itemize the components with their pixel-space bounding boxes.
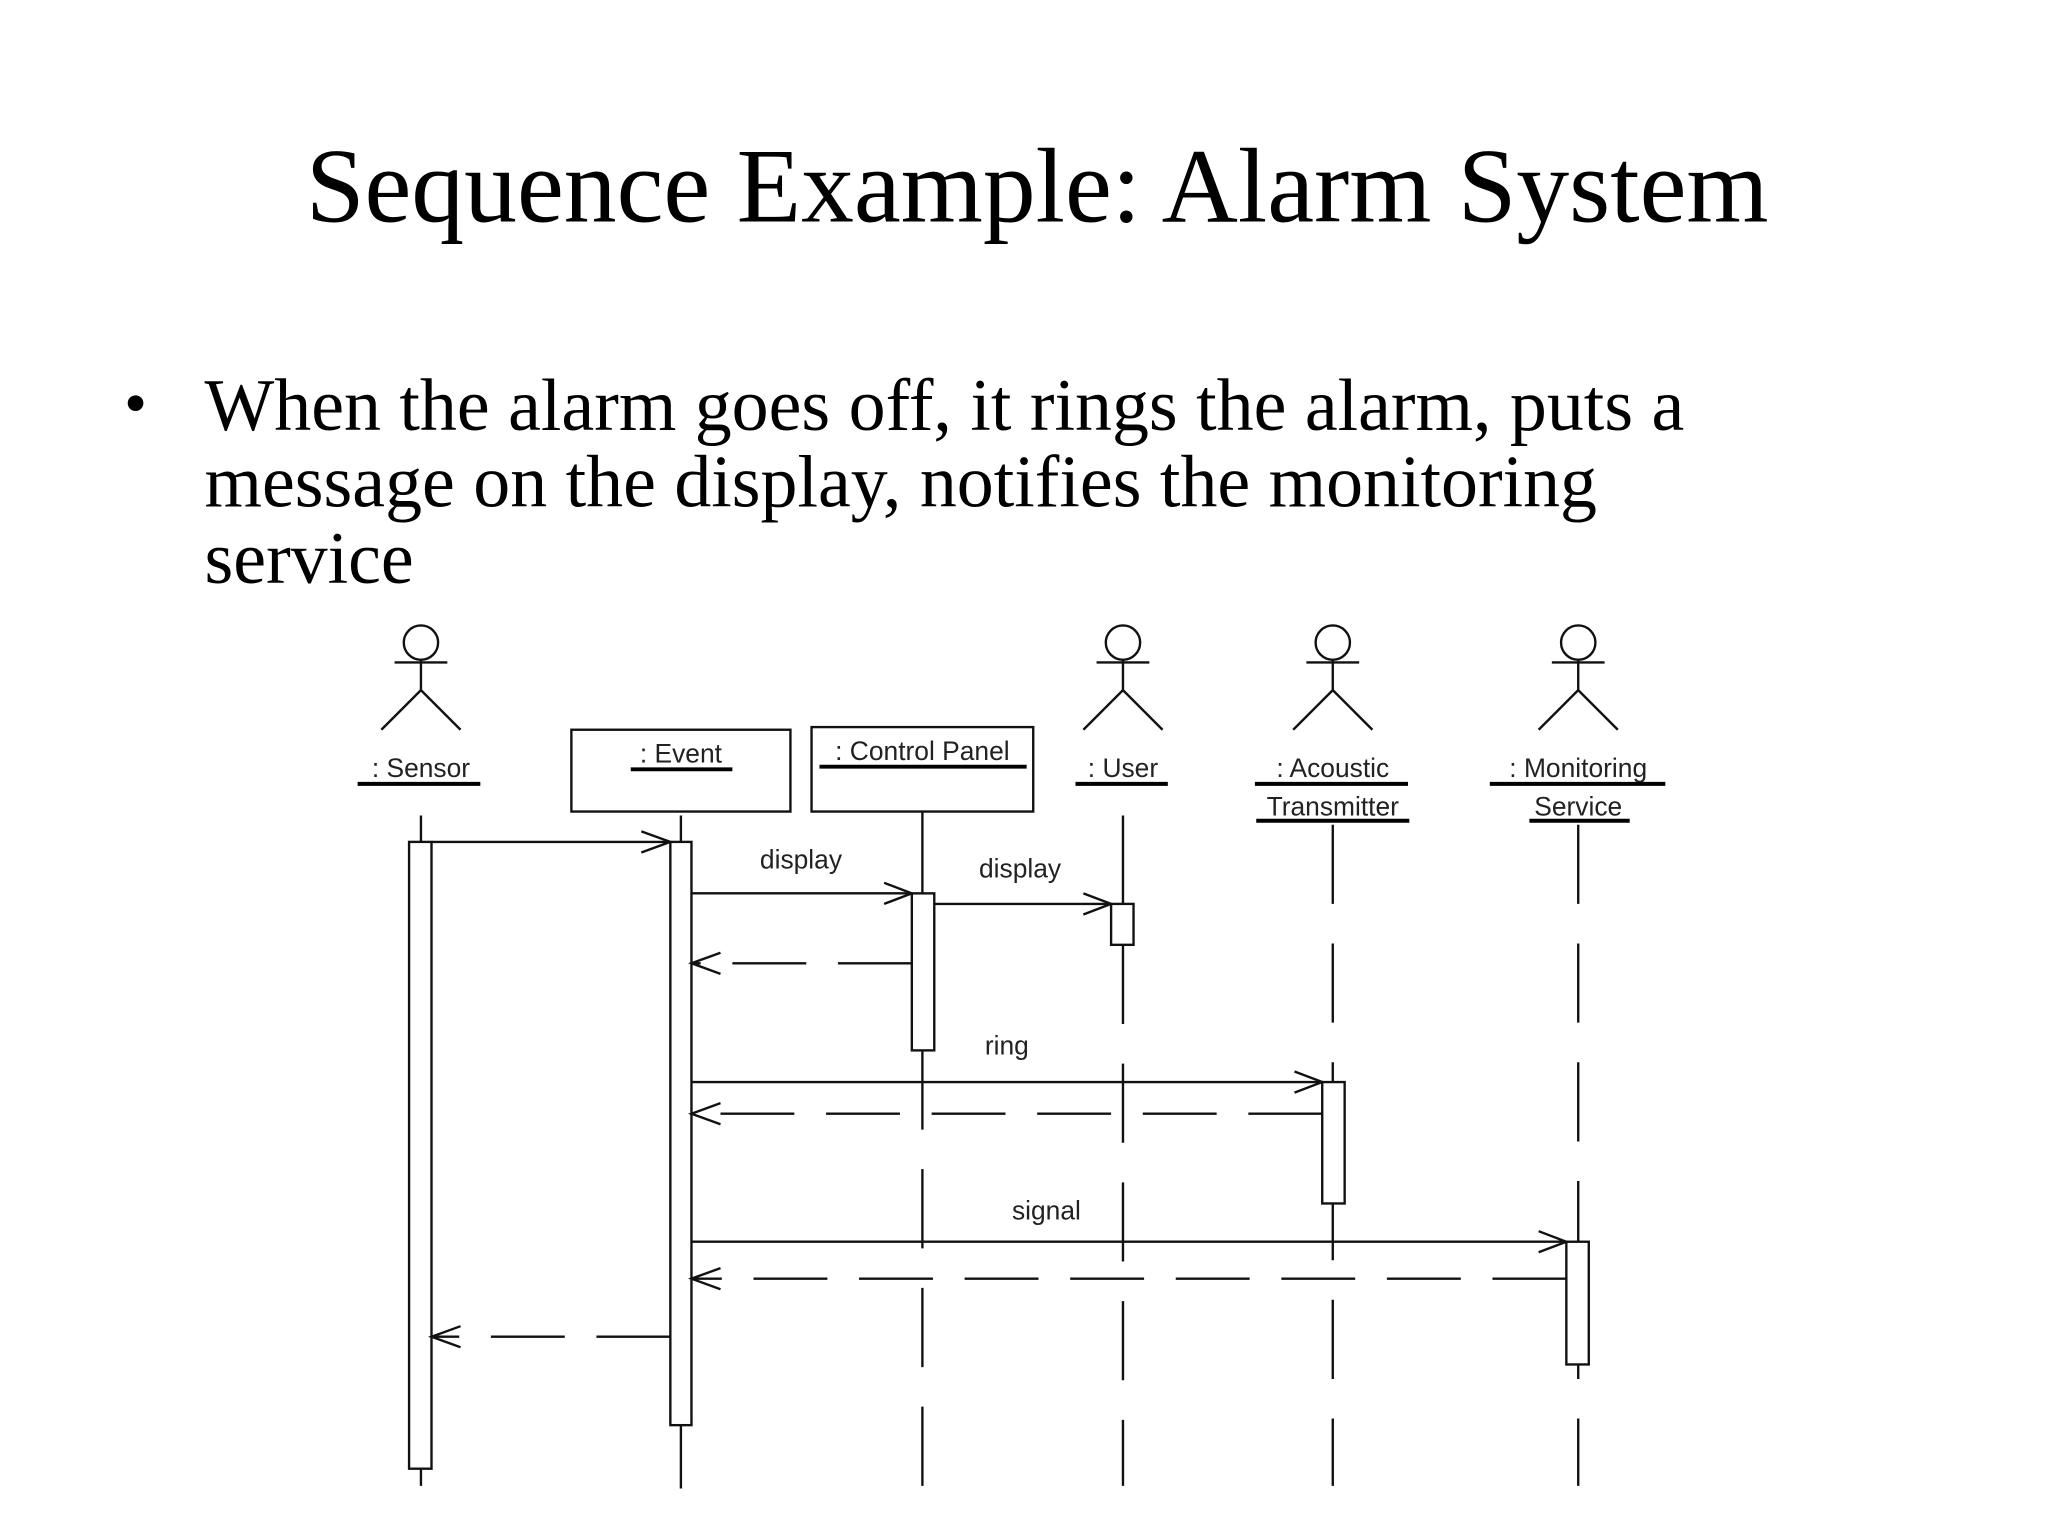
label-event: : Event [640, 739, 723, 769]
label-monitoring: : Monitoring [1509, 753, 1647, 783]
actor-monitoring-icon [1537, 624, 1619, 731]
message-label-display-2: display [979, 854, 1062, 884]
message-display-2 [934, 892, 1115, 916]
label-service: Service [1534, 792, 1622, 822]
message-sensor-to-event [431, 830, 674, 854]
label-transmitter: Transmitter [1267, 792, 1400, 822]
activation-sensor [407, 840, 433, 1470]
bullet-line-2: message on the display, notifies the mon… [205, 441, 1597, 523]
sequence-diagram: : Sensor : Event : Control Panel : User … [357, 624, 1666, 1489]
message-label-signal: signal [1012, 1195, 1081, 1225]
bullet-line-3: service [205, 517, 414, 599]
activation-acoustic [1321, 1080, 1346, 1205]
message-display-1 [691, 881, 916, 906]
label-user: : User [1088, 753, 1159, 783]
bullet-icon: • [124, 367, 147, 440]
actor-user-icon [1082, 624, 1164, 731]
object-event-box [570, 728, 792, 813]
message-ring [691, 1070, 1326, 1094]
activation-monitoring [1565, 1240, 1590, 1366]
label-sensor: : Sensor [372, 753, 470, 783]
return-acoustic-to-event [687, 1102, 1323, 1126]
actor-acoustic-icon [1292, 624, 1374, 731]
bullet-line-1: When the alarm goes off, it rings the al… [205, 364, 1685, 446]
slide-title: Sequence Example: Alarm System [306, 128, 1769, 245]
actor-sensor-icon [380, 624, 462, 731]
object-control-panel-box [810, 725, 1035, 813]
message-signal [691, 1230, 1570, 1254]
activation-event [669, 840, 693, 1427]
message-label-display-1: display [760, 844, 843, 874]
activation-user [1109, 902, 1135, 947]
label-acoustic: : Acoustic [1276, 753, 1389, 783]
label-control-panel: : Control Panel [835, 736, 1009, 766]
message-label-ring: ring [985, 1030, 1029, 1060]
activation-control-panel [910, 892, 936, 1052]
return-event-to-sensor [428, 1325, 671, 1349]
return-monitoring-to-event [687, 1267, 1567, 1291]
return-control-panel-to-event [687, 951, 912, 975]
